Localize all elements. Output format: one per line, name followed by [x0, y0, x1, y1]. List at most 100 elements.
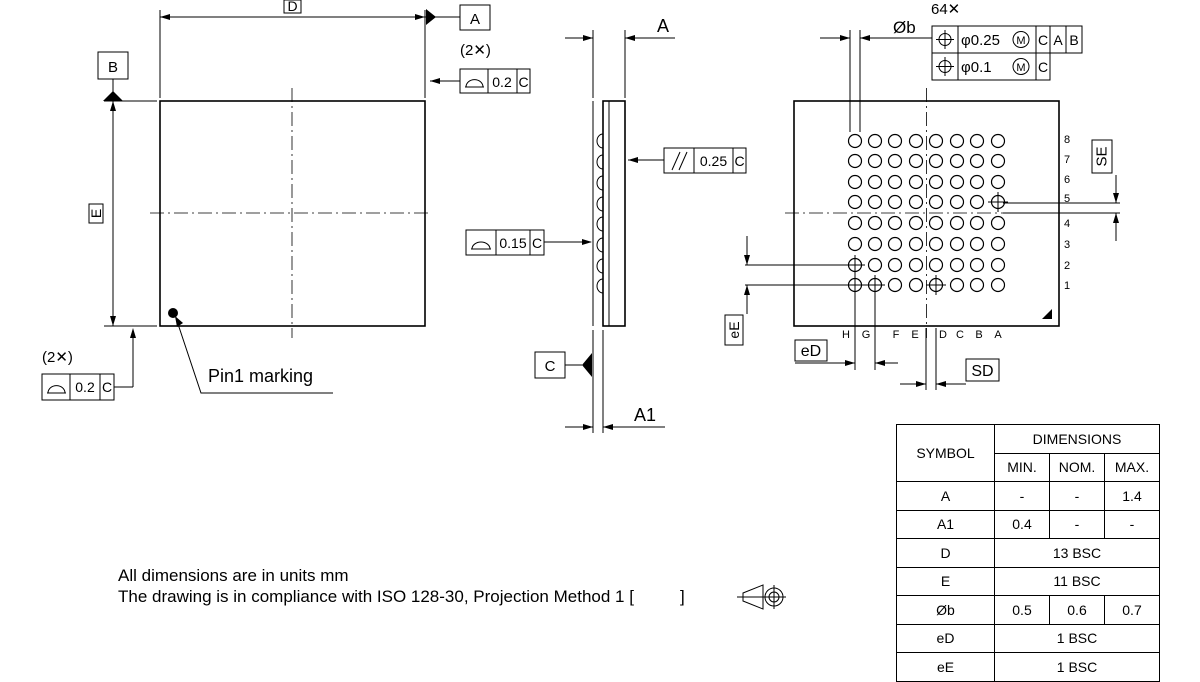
- bottom-view: 8 7 6 5 4 3 2 1 H G F E D C B A 64✕ Øb: [724, 1, 1120, 390]
- solder-ball: [908, 277, 924, 293]
- table-row: E 11 BSC: [896, 566, 1160, 596]
- solder-ball: [928, 236, 944, 252]
- solder-ball: [990, 277, 1006, 293]
- solder-ball: [847, 194, 863, 210]
- svg-text:5: 5: [1064, 193, 1070, 205]
- dim-d-label: D: [287, 0, 297, 14]
- svg-text:1: 1: [1064, 280, 1070, 292]
- dimensions-table: SYMBOL DIMENSIONS MIN. NOM. MAX. A - - 1…: [896, 424, 1160, 682]
- svg-text:C: C: [1038, 32, 1048, 48]
- solder-ball: [867, 153, 883, 169]
- datum-a-label: A: [470, 11, 480, 28]
- pitch-e-label: eE: [726, 321, 742, 338]
- solder-ball: [990, 153, 1006, 169]
- svg-text:0.25: 0.25: [700, 153, 727, 169]
- svg-text:3: 3: [1064, 239, 1070, 251]
- solder-ball: [969, 257, 985, 273]
- offset-e-label: SE: [1094, 146, 1111, 166]
- svg-text:B: B: [975, 329, 982, 341]
- svg-text:D: D: [939, 329, 947, 341]
- svg-text:φ0.25: φ0.25: [961, 32, 1000, 49]
- note-iso: The drawing is in compliance with ISO 12…: [118, 587, 685, 606]
- svg-text:C: C: [532, 235, 542, 251]
- svg-text:F: F: [893, 329, 900, 341]
- solder-ball: [990, 257, 1006, 273]
- drawing-notes: All dimensions are in units mm The drawi…: [118, 565, 685, 607]
- table-row: A1 0.4 - -: [896, 509, 1160, 539]
- solder-ball: [887, 194, 903, 210]
- solder-ball: [887, 236, 903, 252]
- solder-ball: [867, 194, 883, 210]
- projection-method-icon: [737, 584, 786, 610]
- table-row: eE 1 BSC: [896, 652, 1160, 682]
- svg-text:E: E: [911, 329, 918, 341]
- solder-ball: [990, 236, 1006, 252]
- pin1-dot: [168, 308, 178, 318]
- solder-ball: [847, 174, 863, 190]
- table-row: Øb 0.5 0.6 0.7: [896, 595, 1160, 625]
- note-units: All dimensions are in units mm: [118, 566, 349, 585]
- solder-ball: [887, 277, 903, 293]
- pin1-label: Pin1 marking: [208, 366, 313, 386]
- solder-ball: [990, 133, 1006, 149]
- solder-ball: [887, 153, 903, 169]
- solder-ball: [949, 277, 965, 293]
- solder-ball: [908, 174, 924, 190]
- svg-text:0.2: 0.2: [492, 74, 512, 90]
- table-row: eD 1 BSC: [896, 623, 1160, 653]
- solder-ball: [969, 194, 985, 210]
- count-top-label: (2✕): [460, 42, 491, 59]
- svg-text:4: 4: [1064, 218, 1070, 230]
- solder-ball: [990, 174, 1006, 190]
- svg-text:B: B: [1069, 32, 1078, 48]
- svg-text:A: A: [994, 329, 1002, 341]
- datum-b-label: B: [108, 59, 118, 76]
- corner-marker: [1042, 309, 1052, 319]
- flatness-icon-bottom: [47, 385, 66, 394]
- symbol-header: SYMBOL: [896, 424, 995, 482]
- solder-ball: [908, 236, 924, 252]
- svg-text:C: C: [102, 379, 112, 395]
- solder-ball: [887, 257, 903, 273]
- datum-c-label: C: [545, 358, 556, 375]
- svg-text:C: C: [518, 74, 528, 90]
- solder-ball: [949, 257, 965, 273]
- standoff-a1-label: A1: [634, 405, 656, 425]
- svg-text:M: M: [1016, 35, 1025, 47]
- solder-ball: [969, 215, 985, 231]
- solder-ball: [887, 215, 903, 231]
- ball-dia-label: Øb: [893, 18, 916, 37]
- top-view: D A (2✕) 0.2 C E B (2✕) 0.2: [41, 0, 531, 401]
- pitch-d-label: eD: [801, 343, 821, 360]
- svg-text:0.15: 0.15: [499, 235, 526, 251]
- count-bottom-label: (2✕): [42, 349, 73, 366]
- nom-header: NOM.: [1049, 452, 1105, 482]
- svg-text:8: 8: [1064, 134, 1070, 146]
- svg-text:6: 6: [1064, 174, 1070, 186]
- solder-ball: [949, 133, 965, 149]
- solder-ball: [908, 133, 924, 149]
- position-icon: [936, 30, 954, 49]
- solder-ball: [928, 194, 944, 210]
- dimensions-header: DIMENSIONS: [994, 424, 1160, 454]
- solder-ball: [949, 236, 965, 252]
- solder-ball: [867, 215, 883, 231]
- solder-ball: [949, 174, 965, 190]
- solder-ball: [867, 236, 883, 252]
- solder-ball: [887, 133, 903, 149]
- solder-ball: [969, 174, 985, 190]
- table-row: D 13 BSC: [896, 538, 1160, 568]
- svg-text:2: 2: [1064, 260, 1070, 272]
- svg-text:G: G: [862, 329, 871, 341]
- solder-ball: [847, 215, 863, 231]
- solder-ball: [969, 277, 985, 293]
- svg-text:0.2: 0.2: [75, 379, 95, 395]
- solder-ball: [949, 194, 965, 210]
- max-header: MAX.: [1104, 452, 1160, 482]
- solder-ball: [928, 153, 944, 169]
- solder-ball: [847, 133, 863, 149]
- solder-ball: [949, 153, 965, 169]
- solder-ball: [847, 236, 863, 252]
- solder-ball: [928, 174, 944, 190]
